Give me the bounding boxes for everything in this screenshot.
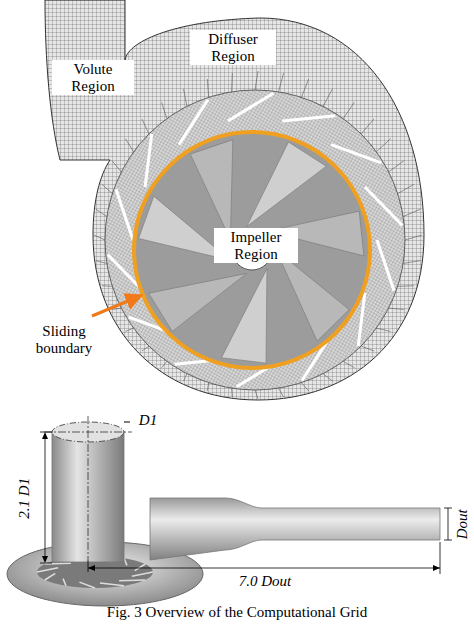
region-label: Diffuser Region — [190, 30, 276, 65]
region-label: Volute Region — [52, 60, 134, 95]
dimension-label: Dout — [454, 507, 471, 541]
figure-caption: Fig. 3 Overview of the Computational Gri… — [0, 604, 474, 621]
dimension-label: D1 — [137, 412, 159, 429]
callout-label: Sliding boundary — [14, 322, 114, 357]
region-label: Impeller Region — [214, 228, 298, 263]
dimension-label: 7.0 Dout — [237, 573, 294, 590]
dimension-label: 2.1 D1 — [16, 476, 33, 521]
